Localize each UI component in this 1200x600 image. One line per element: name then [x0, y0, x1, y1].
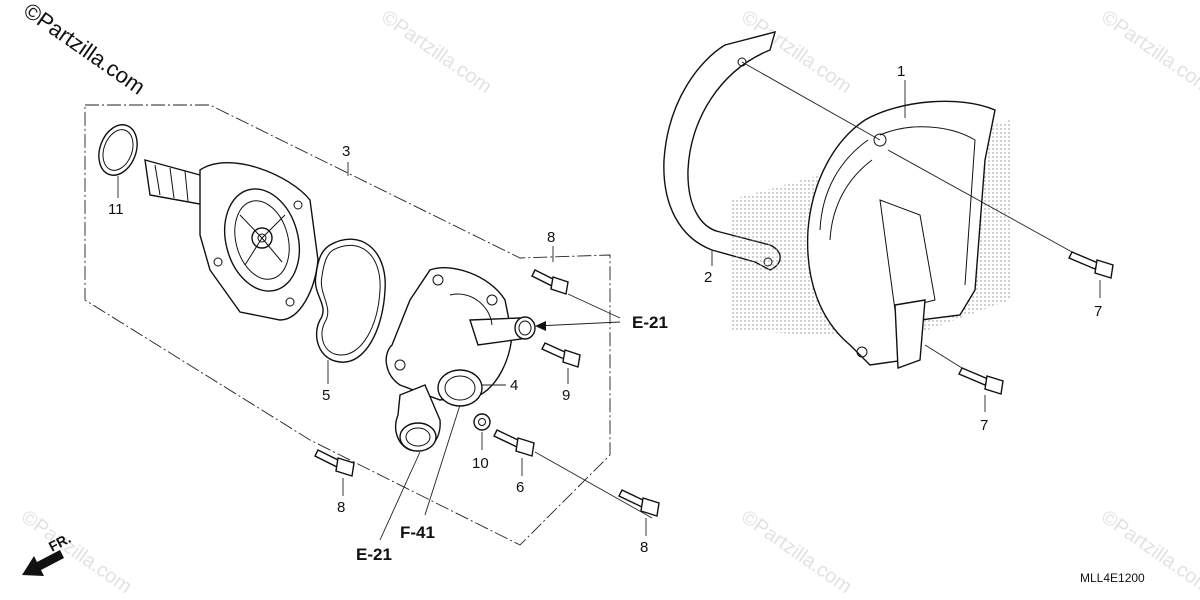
ref-f41: F-41 — [400, 523, 435, 542]
callout-10: 10 — [472, 455, 489, 472]
callout-8-top: 8 — [547, 229, 555, 246]
callout-3: 3 — [342, 143, 350, 160]
ref-e21-right: E-21 — [632, 313, 668, 332]
bolt-7-upper — [1068, 251, 1114, 279]
bolt-7-lower — [958, 367, 1004, 395]
callout-1: 1 — [897, 63, 905, 80]
callout-2: 2 — [704, 269, 712, 286]
washer-10 — [473, 413, 491, 431]
callout-7-upper: 7 — [1094, 303, 1102, 320]
reference-labels: E-21 F-41 E-21 — [356, 313, 668, 564]
callout-9: 9 — [562, 387, 570, 404]
callout-6: 6 — [516, 479, 524, 496]
callout-8-bottom: 8 — [640, 539, 648, 556]
callout-11: 11 — [108, 201, 124, 218]
callout-4: 4 — [510, 377, 518, 394]
ref-e21-bottom: E-21 — [356, 545, 392, 564]
assembly-outline — [84, 104, 611, 546]
watermark-faint: ©Partzilla.com — [377, 6, 495, 98]
outer-cover-1 — [730, 100, 1010, 369]
callout-7-lower: 7 — [980, 417, 988, 434]
watermark-faint: ©Partzilla.com — [737, 506, 855, 598]
gasket-5 — [314, 238, 386, 363]
water-pump-body — [144, 159, 319, 321]
diagram-code: MLL4E1200 — [1080, 571, 1145, 585]
callout-8-left: 8 — [337, 499, 345, 516]
bolt-8-top — [531, 269, 569, 295]
water-pump-cover — [385, 266, 536, 452]
callout-5: 5 — [322, 387, 330, 404]
callouts: 1 2 3 4 5 6 7 7 8 8 8 9 10 11 — [108, 63, 1102, 556]
o-ring-11 — [98, 124, 138, 176]
watermark-faint: ©Partzilla.com — [17, 506, 135, 598]
faint-watermarks: ©Partzilla.com ©Partzilla.com ©Partzilla… — [17, 6, 1200, 598]
bolt-9 — [541, 342, 581, 368]
bolt-8-left — [314, 449, 355, 477]
bolt-6 — [493, 429, 535, 457]
watermark-faint: ©Partzilla.com — [1097, 6, 1200, 98]
leader-lines — [117, 61, 1101, 541]
watermark-main: ©Partzilla.com — [19, 0, 150, 100]
bolt-8-bottom — [618, 489, 660, 517]
